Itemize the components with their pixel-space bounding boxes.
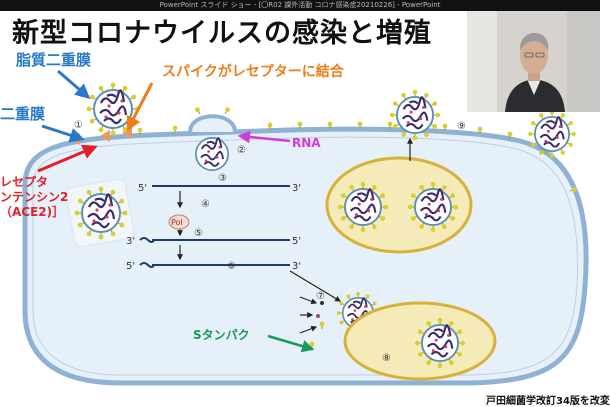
strand-label-5: 5': [126, 261, 135, 272]
step-3: ③: [218, 173, 227, 184]
step-6: ⑥: [227, 261, 236, 272]
step-9: ⑨: [457, 121, 466, 132]
step-7: ⑦: [316, 291, 325, 302]
slide-title: 新型コロナウイルスの感染と増殖: [12, 18, 432, 49]
label-lipid-bilayer: 脂質二重膜: [16, 51, 92, 69]
virus-lifecycle-diagram: ① ② ③ ④ ⑤ ⑥ ⑦ ⑧ ⑨ 5' 3' 3' 5' 5' 3' Pol: [22, 69, 589, 386]
host-cell: [22, 126, 589, 386]
step-2: ②: [237, 145, 246, 156]
strand-label-3: 3': [126, 236, 135, 247]
step-8: ⑧: [382, 353, 391, 364]
strand-label-4: 5': [292, 236, 301, 247]
strand-label-2: 3': [292, 183, 301, 194]
label-bilayer: 二重膜: [0, 105, 46, 123]
strand-label-6: 3': [292, 261, 301, 272]
source-citation: 戸田細菌学改訂34版を改変: [486, 396, 610, 407]
label-s-protein: Sタンパク: [193, 328, 250, 342]
label-rna: RNA: [292, 136, 321, 150]
strand-label-1: 5': [138, 183, 147, 194]
label-receptor: レセプタ ンテンシン2 （ACE2)］: [0, 175, 69, 219]
label-spike-binding: スパイクがレセプターに結合: [162, 64, 344, 80]
presenter-video: [467, 11, 600, 112]
step-4: ④: [201, 199, 210, 210]
window-title: PowerPoint スライド ショー - [〇R02 課外活動 コロナ感染症2…: [159, 1, 441, 9]
window-titlebar: PowerPoint スライド ショー - [〇R02 課外活動 コロナ感染症2…: [0, 0, 600, 11]
step-5: ⑤: [194, 228, 203, 239]
webcam-overlay: [467, 11, 600, 112]
polymerase-label: Pol: [171, 218, 183, 227]
vesicle-lower: [343, 301, 497, 381]
step-1: ①: [74, 120, 83, 131]
